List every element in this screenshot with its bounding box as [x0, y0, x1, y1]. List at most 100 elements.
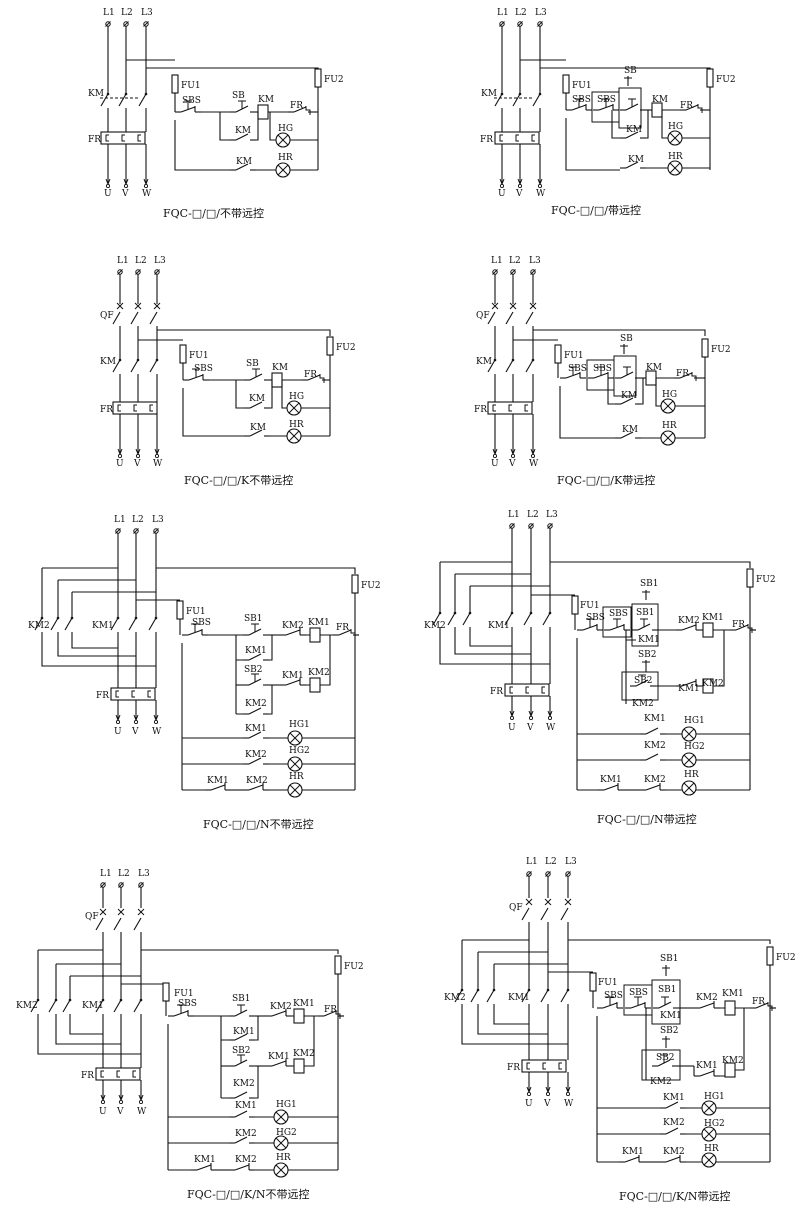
label-fu2: FU2	[344, 962, 364, 972]
label-sb2-local: SB2	[634, 676, 653, 686]
label-fu1: FU1	[174, 989, 194, 999]
label-hg: HG	[662, 390, 677, 400]
label-km1-nc: KM1	[622, 1147, 644, 1157]
label-sb1: SB1	[244, 614, 263, 624]
label-km2-lamp: KM2	[663, 1118, 685, 1128]
label-fu1: FU1	[564, 351, 584, 361]
label-l1: L1	[497, 8, 509, 18]
label-hr: HR	[289, 420, 304, 430]
label-km2-lamp: KM2	[644, 741, 666, 751]
label-km2-interlock: KM2	[678, 616, 700, 626]
label-hg1: HG1	[276, 1100, 297, 1110]
label-sbs: SBS	[182, 96, 201, 106]
label-km-coil: KM	[646, 363, 662, 373]
label-qf: QF	[476, 311, 490, 321]
label-sbs-remote: SBS	[629, 988, 648, 998]
label-hg1: HG1	[704, 1092, 725, 1102]
label-hr: HR	[684, 770, 699, 780]
label-fu1: FU1	[598, 978, 618, 988]
label-fr: FR	[100, 405, 113, 415]
label-l2: L2	[545, 857, 557, 867]
label-l2: L2	[527, 510, 539, 520]
label-km2-lamp: KM2	[245, 750, 267, 760]
label-sbs-remote: SBS	[593, 364, 612, 374]
label-km2-coil: KM2	[308, 668, 330, 678]
label-km2-nc: KM2	[246, 776, 268, 786]
label-km-hold: KM	[626, 125, 642, 135]
label-km-hold: KM	[621, 391, 637, 401]
label-fr: FR	[507, 1063, 520, 1073]
label-w: W	[546, 723, 556, 733]
label-km2-hold: KM2	[632, 699, 654, 709]
label-km1-hold: KM1	[660, 1011, 682, 1021]
label-km1-interlock: KM1	[282, 671, 304, 681]
label-l2: L2	[118, 869, 130, 879]
label-l2: L2	[515, 8, 527, 18]
caption-5: FQC-□/□/N不带远控	[203, 817, 314, 831]
label-fu2: FU2	[324, 75, 344, 85]
diagram-2: L1 L2 L3 KM FR U V W FU1 FU2 SBS SBS SB …	[480, 8, 736, 217]
label-hr: HR	[276, 1153, 291, 1163]
label-km: KM	[100, 357, 116, 367]
label-km2-nc: KM2	[663, 1147, 685, 1157]
caption-4: FQC-□/□/K带远控	[557, 473, 655, 487]
label-l1: L1	[508, 510, 520, 520]
label-u: U	[116, 459, 124, 469]
label-km1-interlock: KM1	[678, 684, 700, 694]
label-km1-coil: KM1	[702, 613, 724, 623]
label-v: V	[508, 459, 516, 469]
label-sb1-local: SB1	[658, 985, 677, 995]
label-km2-nc: KM2	[235, 1155, 257, 1165]
label-sb: SB	[232, 91, 245, 101]
label-hg2: HG2	[684, 742, 705, 752]
label-l2: L2	[135, 256, 147, 266]
label-l2: L2	[509, 256, 521, 266]
label-w: W	[137, 1107, 147, 1117]
label-fu1: FU1	[572, 81, 592, 91]
label-w: W	[536, 189, 546, 199]
label-u: U	[104, 189, 112, 199]
label-w: W	[152, 727, 162, 737]
label-km1-coil: KM1	[308, 618, 330, 628]
label-km1-lamp: KM1	[235, 1101, 257, 1111]
label-l3: L3	[152, 515, 164, 525]
label-km2-hold: KM2	[650, 1077, 672, 1087]
label-km-lamp: KM	[236, 157, 252, 167]
label-sb1: SB1	[232, 994, 251, 1004]
label-sb2: SB2	[638, 650, 657, 660]
label-l1: L1	[117, 256, 129, 266]
label-km2: KM2	[424, 621, 446, 631]
caption-8: FQC-□/□/K/N带远控	[619, 1189, 731, 1203]
label-fr: FR	[490, 687, 503, 697]
label-km1-lamp: KM1	[663, 1093, 685, 1103]
label-fr-contact: FR	[752, 997, 765, 1007]
label-fu1: FU1	[580, 601, 600, 611]
label-fr-contact: FR	[676, 369, 689, 379]
label-hg: HG	[278, 124, 293, 134]
label-km2: KM2	[28, 621, 50, 631]
label-hg1: HG1	[289, 720, 310, 730]
label-sb: SB	[246, 359, 259, 369]
label-hg1: HG1	[684, 716, 705, 726]
label-l3: L3	[565, 857, 577, 867]
label-sb: SB	[620, 334, 633, 344]
label-fr: FR	[480, 135, 493, 145]
label-l1: L1	[491, 256, 503, 266]
label-sbs: SBS	[194, 364, 213, 374]
label-w: W	[153, 459, 163, 469]
label-l1: L1	[114, 515, 126, 525]
label-km: KM	[481, 89, 497, 99]
label-l3: L3	[138, 869, 150, 879]
label-fu2: FU2	[711, 345, 731, 355]
label-km-lamp: KM	[250, 423, 266, 433]
label-km1-interlock: KM1	[268, 1052, 290, 1062]
label-km2-lamp: KM2	[235, 1129, 257, 1139]
label-hg2: HG2	[704, 1119, 725, 1129]
label-qf: QF	[100, 311, 114, 321]
label-v: V	[116, 1107, 124, 1117]
label-km2-coil: KM2	[702, 679, 724, 689]
label-fr-contact: FR	[732, 620, 745, 630]
label-fu2: FU2	[336, 343, 356, 353]
label-qf: QF	[509, 903, 523, 913]
label-fr: FR	[88, 135, 101, 145]
